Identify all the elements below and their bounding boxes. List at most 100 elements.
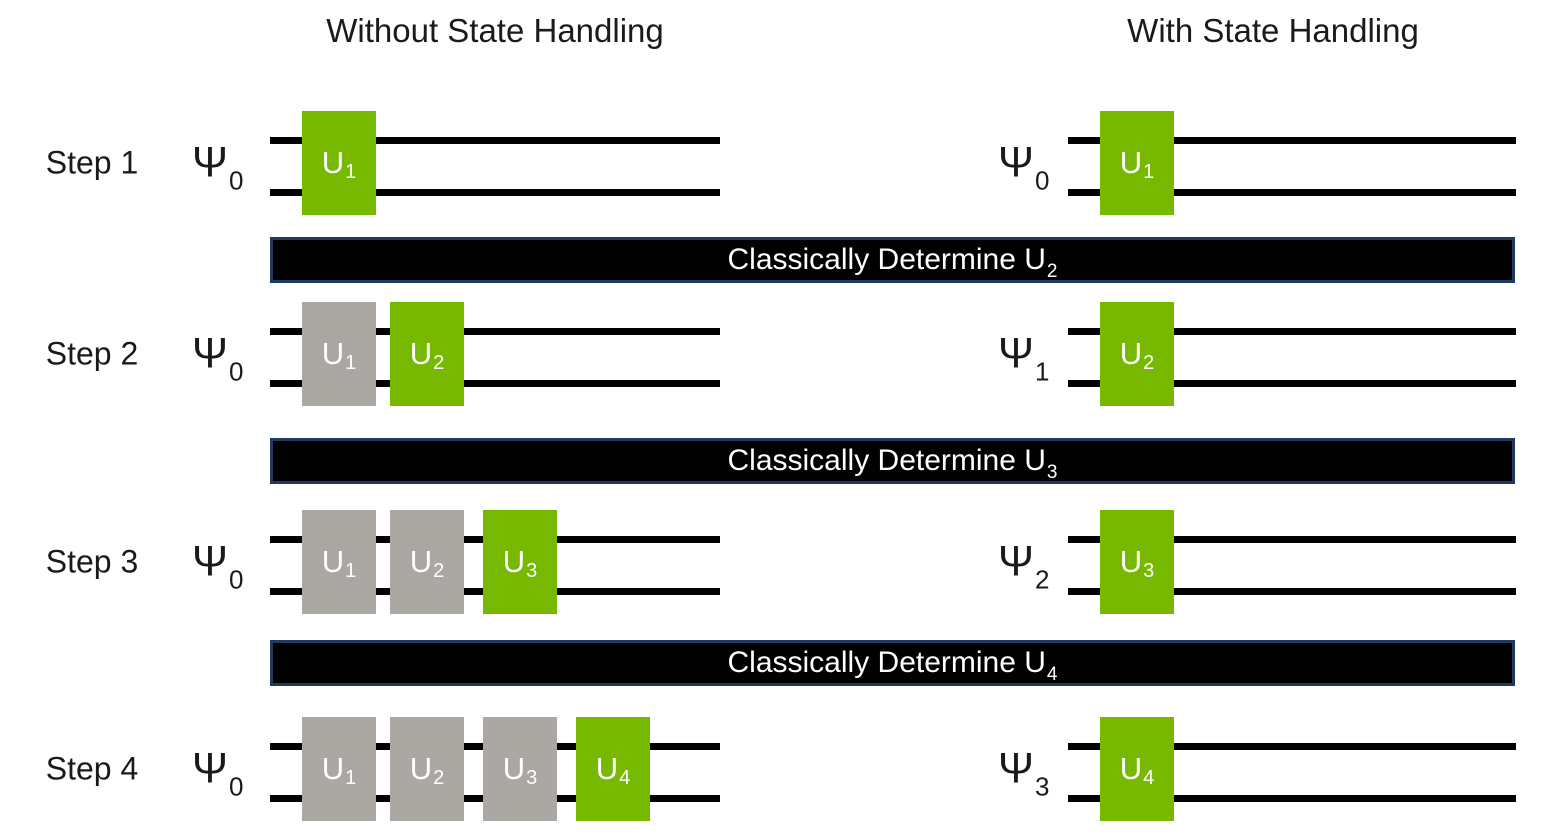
banner-classically-determine-u3: Classically Determine U3: [270, 438, 1515, 484]
quantum-wire-top: [1068, 137, 1516, 144]
gate-subscript: 3: [1143, 559, 1155, 582]
state-label-right-psi2: Ψ2: [998, 538, 1070, 595]
gate-subscript: 4: [619, 766, 631, 789]
banner-classically-determine-u2: Classically Determine U2: [270, 237, 1515, 283]
gate-subscript: 2: [1143, 351, 1155, 374]
state-label-right-psi1: Ψ1: [998, 329, 1070, 387]
banner-text: Classically Determine U: [727, 646, 1046, 679]
gate-subscript: 1: [345, 766, 357, 789]
banner-subscript: 2: [1046, 261, 1058, 282]
psi-symbol: Ψ: [998, 329, 1034, 378]
state-label-right-psi3: Ψ3: [998, 744, 1070, 802]
gate-label: U: [321, 544, 345, 579]
gate-label: U: [1119, 751, 1143, 786]
gate-label: U: [409, 336, 433, 371]
psi-subscript: 0: [1034, 165, 1050, 196]
banner-label: Classically Determine U2: [727, 243, 1058, 282]
psi-symbol: Ψ: [192, 537, 228, 586]
gate-label: U: [409, 751, 433, 786]
gate-subscript: 1: [345, 351, 357, 374]
quantum-wire-top: [1068, 536, 1516, 543]
banner-text: Classically Determine U: [727, 444, 1046, 477]
quantum-wire-bottom: [1068, 588, 1516, 595]
step-label-3: Step 3: [45, 543, 139, 580]
quantum-wire-bottom: [270, 189, 720, 196]
psi-subscript: 0: [228, 165, 244, 196]
psi-symbol: Ψ: [192, 138, 228, 187]
state-label-left-psi0: Ψ0: [192, 330, 270, 387]
gate-label: U: [1119, 336, 1143, 371]
banner-classically-determine-u4: Classically Determine U4: [270, 640, 1515, 686]
psi-symbol: Ψ: [192, 744, 228, 793]
gate-subscript: 3: [526, 559, 538, 582]
gate-subscript: 2: [433, 766, 445, 789]
banner-subscript: 4: [1046, 664, 1058, 685]
gate-label: U: [1119, 544, 1143, 579]
gate-label: U: [1119, 145, 1143, 180]
banner-subscript: 3: [1046, 462, 1058, 483]
gate-label: U: [321, 336, 345, 371]
column-title-without-state-handling: Without State Handling: [326, 12, 664, 49]
gate-subscript: 1: [345, 160, 357, 183]
gate-subscript: 1: [345, 559, 357, 582]
gate-subscript: 3: [526, 766, 538, 789]
quantum-wire-bottom: [1068, 795, 1516, 802]
step-label-2: Step 2: [45, 335, 139, 372]
psi-subscript: 1: [1034, 356, 1050, 387]
quantum-wire-top: [1068, 328, 1516, 335]
psi-subscript: 0: [228, 771, 244, 802]
psi-subscript: 2: [1034, 564, 1050, 595]
step-label-1: Step 1: [45, 144, 139, 181]
gate-label: U: [409, 544, 433, 579]
gate-subscript: 2: [433, 351, 445, 374]
gate-label: U: [321, 751, 345, 786]
quantum-wire-top: [1068, 743, 1516, 750]
gate-subscript: 1: [1143, 160, 1155, 183]
quantum-wire-top: [270, 328, 720, 335]
banner-text: Classically Determine U: [727, 243, 1046, 276]
gate-label: U: [321, 145, 345, 180]
gate-label: U: [502, 544, 526, 579]
step-label-4: Step 4: [45, 750, 139, 787]
quantum-wire-bottom: [1068, 380, 1516, 387]
quantum-wire-bottom: [1068, 189, 1516, 196]
gate-label: U: [502, 751, 526, 786]
banner-label: Classically Determine U3: [727, 444, 1058, 483]
quantum-wire-bottom: [270, 380, 720, 387]
banner-label: Classically Determine U4: [727, 646, 1058, 685]
state-label-left-psi0: Ψ0: [192, 744, 270, 802]
quantum-wire-top: [270, 137, 720, 144]
state-label-right-psi0: Ψ0: [998, 138, 1070, 196]
column-title-with-state-handling: With State Handling: [1127, 12, 1419, 49]
psi-symbol: Ψ: [998, 138, 1034, 187]
psi-symbol: Ψ: [998, 744, 1034, 793]
gate-subscript: 2: [433, 559, 445, 582]
gate-subscript: 4: [1143, 766, 1155, 789]
psi-subscript: 0: [228, 564, 244, 595]
